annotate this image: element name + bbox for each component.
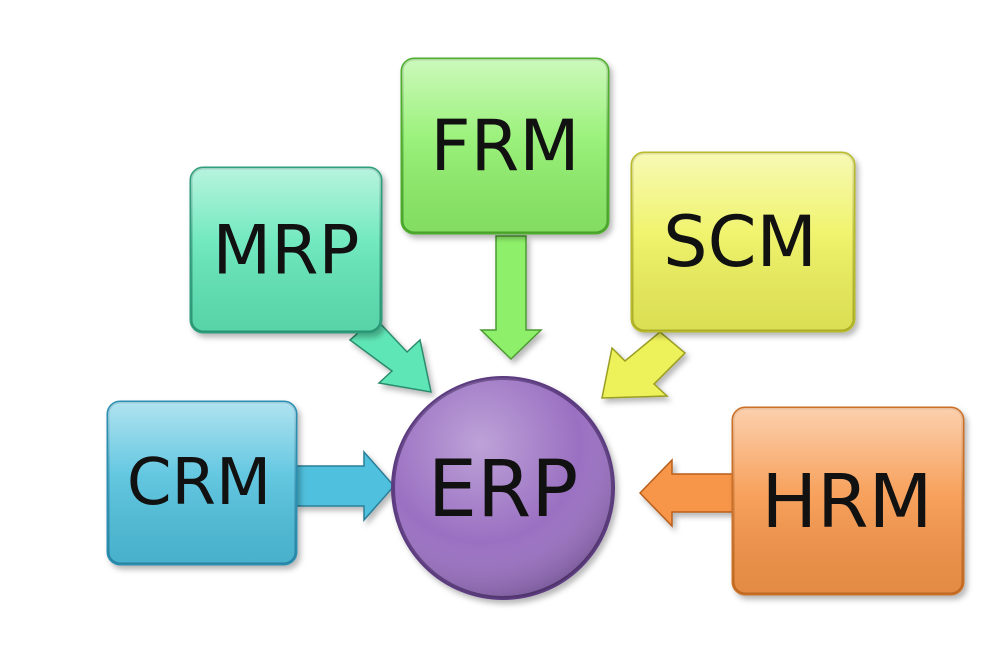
arrow-scm-to-erp bbox=[601, 331, 687, 399]
module-box-mrp: MRP bbox=[189, 166, 383, 334]
module-label-crm: CRM bbox=[127, 446, 271, 520]
module-box-crm: CRM bbox=[106, 400, 298, 566]
module-label-mrp: MRP bbox=[213, 212, 360, 291]
center-label-erp: ERP bbox=[428, 445, 579, 535]
arrow-crm-to-erp bbox=[295, 450, 396, 522]
center-node-erp: ERP bbox=[391, 376, 615, 600]
module-label-scm: SCM bbox=[663, 201, 817, 283]
arrow-frm-to-erp bbox=[479, 235, 543, 361]
module-label-hrm: HRM bbox=[762, 459, 933, 545]
module-box-hrm: HRM bbox=[731, 406, 965, 596]
module-box-frm: FRM bbox=[400, 57, 610, 235]
module-label-frm: FRM bbox=[430, 105, 579, 187]
module-box-scm: SCM bbox=[630, 151, 856, 333]
arrow-hrm-to-erp bbox=[638, 458, 737, 528]
